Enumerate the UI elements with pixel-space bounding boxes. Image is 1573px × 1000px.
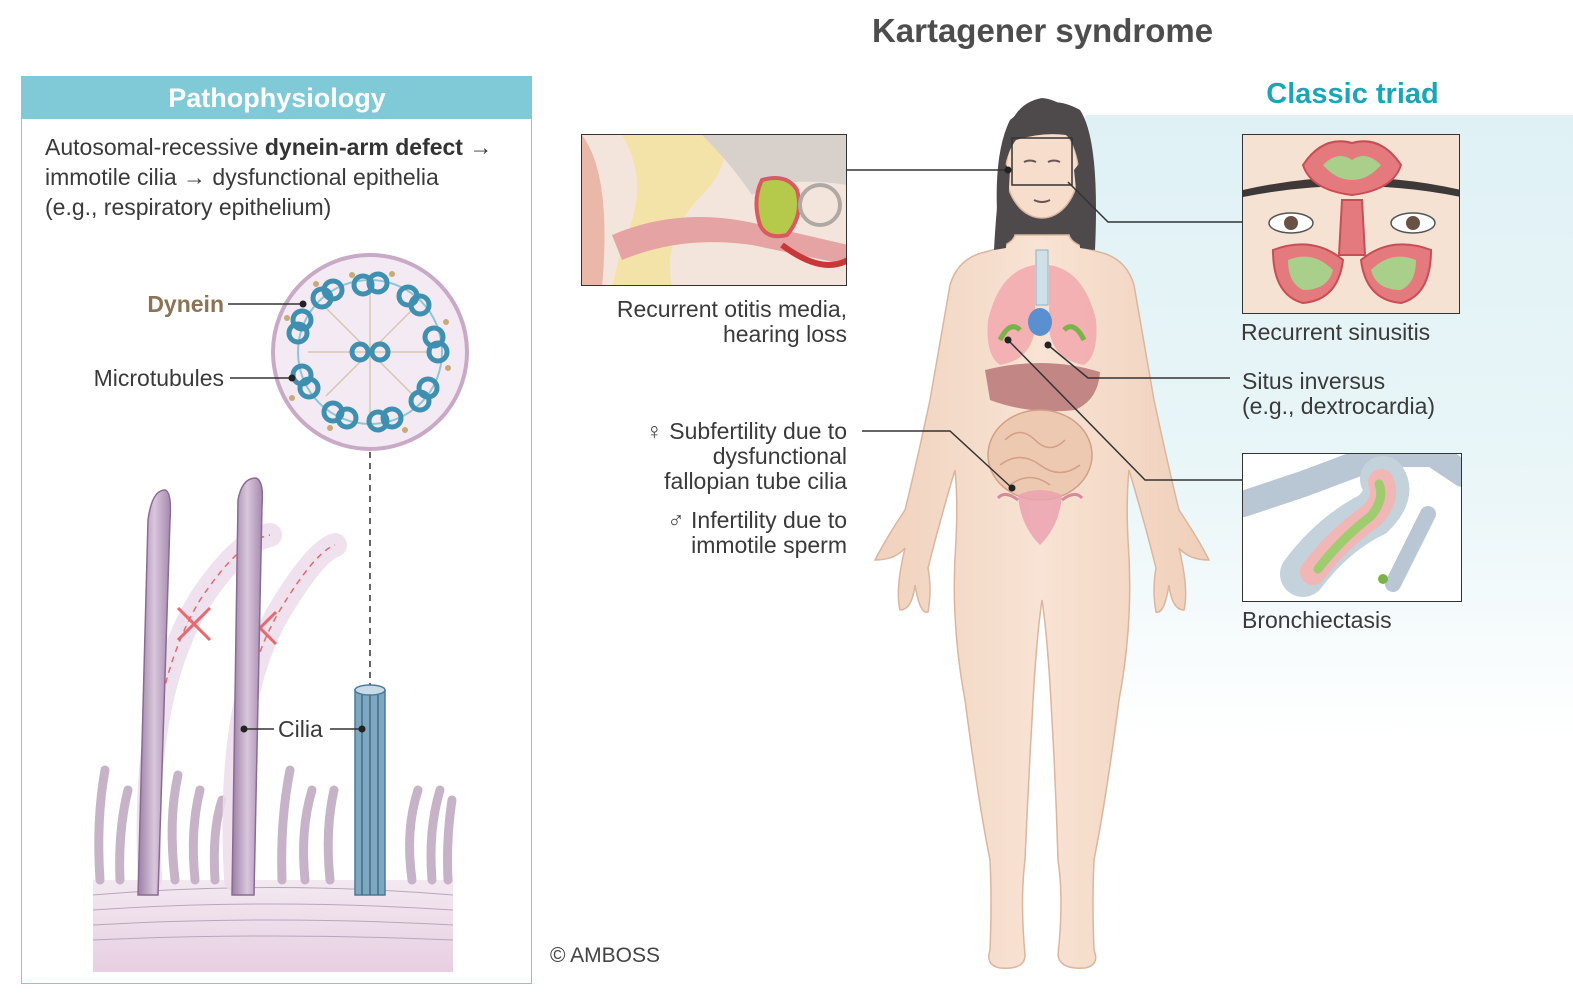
otitis-label-line2: hearing loss (722, 321, 847, 347)
microtubules-label: Microtubules (93, 365, 224, 391)
ear-inset (581, 134, 847, 286)
subfertility-label-line3: fallopian tube cilia (664, 468, 847, 494)
body-connector-dots (1004, 166, 1052, 492)
desc-text: Autosomal-recessive (45, 134, 265, 160)
body-connectors (847, 169, 1243, 489)
classic-triad-heading: Classic triad (1266, 78, 1439, 110)
cilia-label: Cilia (278, 716, 323, 742)
pathophysiology-panel (21, 76, 532, 984)
body-figure (873, 98, 1211, 969)
desc-line2: immotile cilia → dysfunctional epithelia (45, 164, 439, 190)
subfertility-label-line2: dysfunctional (712, 443, 847, 469)
desc-line3: (e.g., respiratory epithelium) (45, 194, 332, 220)
microtubules-pointer-dot (288, 374, 296, 382)
sinus-illustration (1243, 135, 1459, 313)
dynein-label: Dynein (147, 291, 224, 317)
otitis-label-line1: Recurrent otitis media, (616, 296, 847, 322)
subfertility-label-line1: ♀ Subfertility due to (645, 418, 847, 444)
cilia-pointer-dot-right (358, 725, 366, 733)
sinus-inset (1242, 134, 1460, 314)
bronchiectasis-illustration (1243, 454, 1461, 601)
pathophysiology-description: Autosomal-recessive dynein-arm defect → … (45, 132, 525, 222)
dynein-pointer-dot (299, 300, 307, 308)
axoneme-cross-section (271, 253, 469, 451)
situs-inversus-label-line1: Situs inversus (1242, 368, 1386, 394)
desc-bold: dynein-arm defect (264, 134, 463, 160)
sinusitis-label: Recurrent sinusitis (1241, 319, 1431, 345)
infertility-label-line2: immotile sperm (691, 532, 847, 558)
bronchiectasis-label: Bronchiectasis (1242, 607, 1392, 633)
ear-illustration (582, 135, 846, 285)
situs-inversus-label-line2: (e.g., dextrocardia) (1242, 393, 1436, 419)
infertility-label-line1: ♂ Infertility due to (667, 507, 847, 533)
figure-title: Kartagener syndrome (871, 12, 1214, 49)
copyright-notice: © AMBOSS (550, 944, 661, 967)
desc-arrow: → (462, 134, 493, 160)
cilia-pointer-dot-left (240, 725, 248, 733)
bronchiectasis-inset (1242, 453, 1462, 602)
pathophysiology-heading: Pathophysiology (22, 77, 532, 119)
cilia-illustration (92, 477, 457, 972)
